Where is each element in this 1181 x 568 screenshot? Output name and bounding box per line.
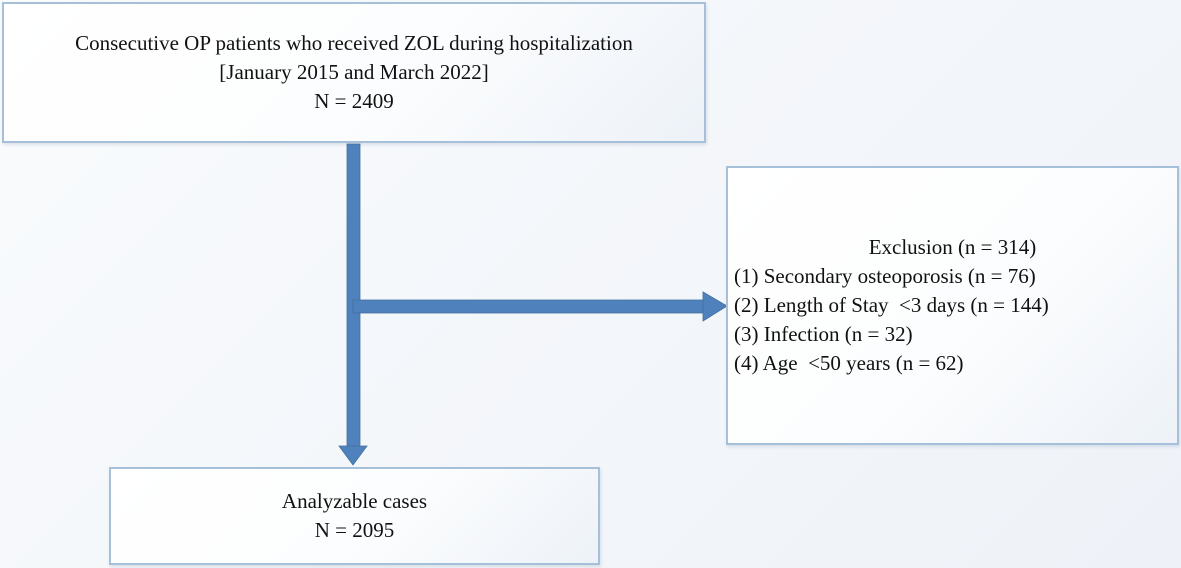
right-arrow-shaft <box>352 299 705 314</box>
exclusion-item-2: (2) Length of Stay <3 days (n = 144) <box>734 293 1049 317</box>
down-arrowhead-icon <box>338 445 368 466</box>
exclusion-item-3: (3) Infection (n = 32) <box>734 322 913 346</box>
analyzable-line-1: Analyzable cases <box>281 489 428 513</box>
enrollment-line-1: Consecutive OP patients who received ZOL… <box>75 31 633 55</box>
enrollment-line-3: N = 2409 <box>314 89 394 113</box>
analyzable-cases-box: Analyzable cases N = 2095 <box>109 467 600 565</box>
exclusion-item-4: (4) Age <50 years (n = 62) <box>734 351 964 375</box>
exclusion-box: Exclusion (n = 314) (1) Secondary osteop… <box>726 166 1179 445</box>
exclusion-item-1: (1) Secondary osteoporosis (n = 76) <box>734 264 1036 288</box>
enrollment-box: Consecutive OP patients who received ZOL… <box>2 2 706 143</box>
exclusion-title: Exclusion (n = 314) <box>868 235 1037 259</box>
enrollment-line-2: [January 2015 and March 2022] <box>219 60 489 84</box>
down-arrow-shaft <box>346 143 361 448</box>
analyzable-line-2: N = 2095 <box>314 518 395 542</box>
right-arrowhead-icon <box>702 291 728 322</box>
